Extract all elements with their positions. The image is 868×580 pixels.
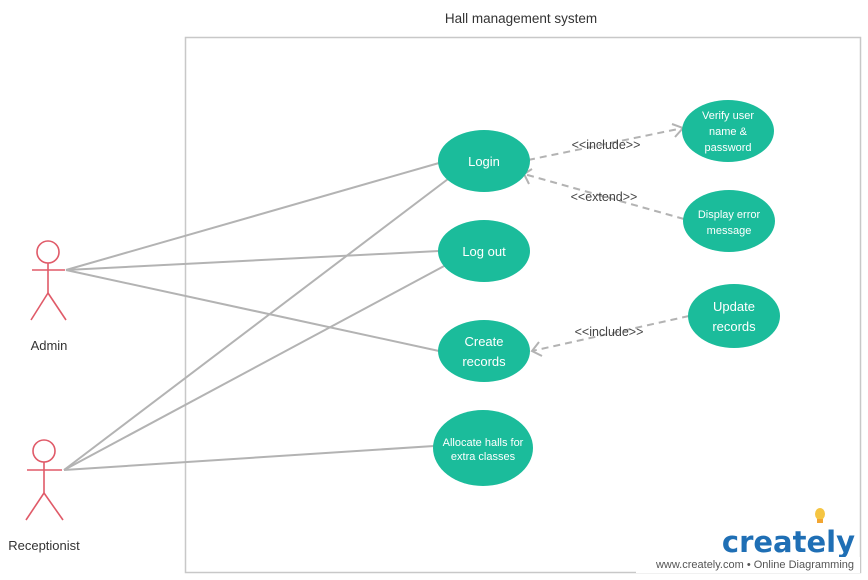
use-case-display-error[interactable]: Display error message [683,190,775,252]
actor-receptionist-head-icon [32,439,56,463]
assoc-admin-login [65,162,440,271]
actor-admin[interactable] [30,240,67,321]
use-case-logout-shape [438,220,530,282]
use-case-logout[interactable]: Log out [438,220,530,282]
dep-update-create-arrowhead [530,341,543,357]
use-case-login-shape [438,130,530,192]
assoc-admin-logout [65,250,440,271]
actor-admin-head-icon [36,240,60,264]
associations [63,162,449,471]
relation-label-include-verify: <<include>> [572,138,641,152]
assoc-receptionist-login [63,178,449,471]
use-case-update-records-label-2: records [712,319,756,334]
use-case-display-error-shape [683,190,775,252]
actor-receptionist-label: Receptionist [8,538,80,553]
relation-label-extend: <<extend>> [571,190,638,204]
use-case-allocate-halls-shape [433,410,533,486]
footer-background [636,557,860,573]
assoc-receptionist-allocate [63,445,435,471]
use-case-display-error-label-1: Display error [698,209,761,221]
use-case-update-records[interactable]: Update records [688,284,780,348]
use-case-verify-user-label-1: Verify user [702,110,754,122]
actor-receptionist-leg-right [43,492,64,521]
use-case-login[interactable]: Login [438,130,530,192]
actor-admin-leg-left [30,292,49,321]
use-case-create-records-label-1: Create [464,334,503,349]
relation-label-include-update: <<include>> [575,325,644,339]
actor-admin-label: Admin [31,338,68,353]
dep-login-verify [527,127,684,161]
use-case-update-records-shape [688,284,780,348]
dep-error-login [523,173,685,220]
actor-admin-leg-right [47,292,67,321]
use-case-create-records[interactable]: Create records [438,320,530,382]
use-case-allocate-halls-label-1: Allocate halls for [443,437,524,449]
creately-logo: creately [722,508,855,559]
actor-receptionist[interactable] [25,439,64,521]
use-case-verify-user[interactable]: Verify user name & password [682,100,774,162]
creately-logo-text: creately [722,525,855,559]
use-case-login-label: Login [468,154,500,169]
lightbulb-icon [815,508,825,523]
use-case-allocate-halls[interactable]: Allocate halls for extra classes [433,410,533,486]
use-case-allocate-halls-label-2: extra classes [451,451,516,463]
use-case-verify-user-label-3: password [704,142,751,154]
use-case-create-records-shape [438,320,530,382]
use-case-update-records-label-1: Update [713,299,755,314]
system-title: Hall management system [445,11,597,26]
assoc-receptionist-logout [63,264,447,471]
use-case-verify-user-shape [682,100,774,162]
use-case-create-records-label-2: records [462,354,506,369]
actor-receptionist-leg-left [25,492,45,521]
assoc-admin-create [65,269,440,352]
dep-update-create [531,315,690,352]
use-case-verify-user-label-2: name & [709,126,748,138]
use-case-display-error-label-2: message [707,225,752,237]
use-case-logout-label: Log out [462,244,506,259]
creately-footer: www.creately.com • Online Diagramming [655,559,854,571]
